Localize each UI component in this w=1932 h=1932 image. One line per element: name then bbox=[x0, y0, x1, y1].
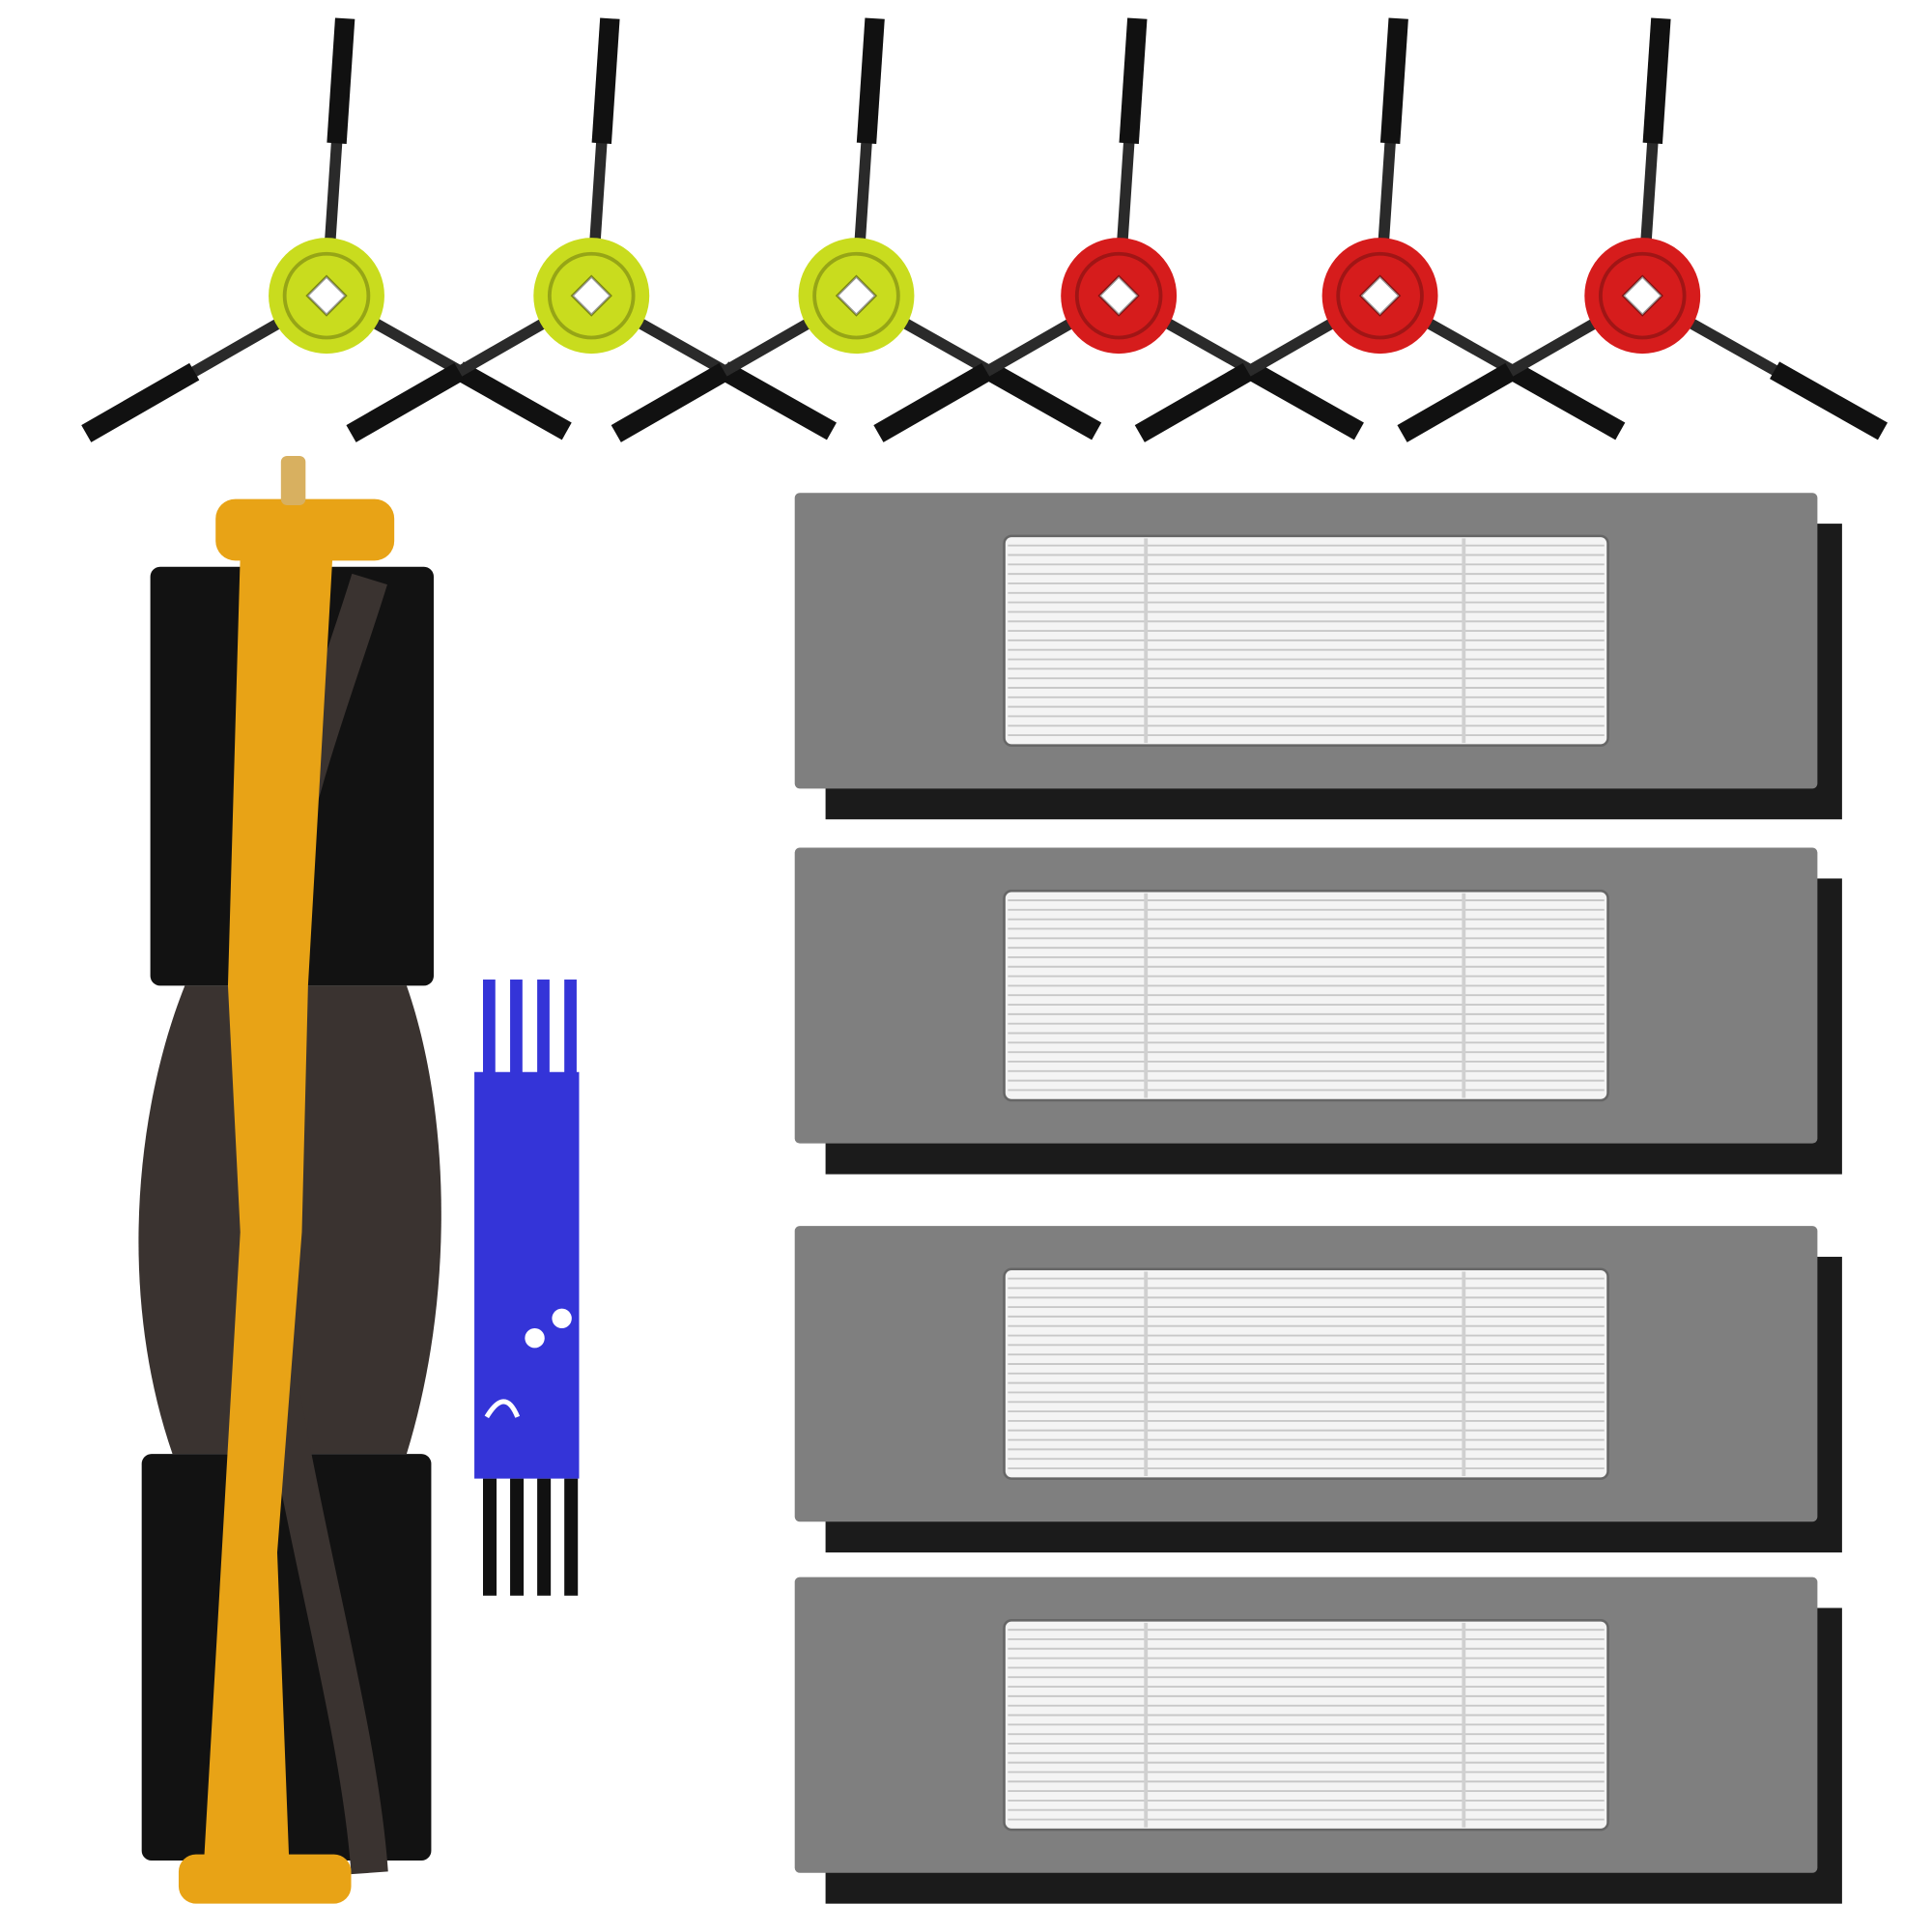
tool-bristle-tuft bbox=[564, 1478, 579, 1596]
brush-hub-socket bbox=[1621, 274, 1663, 317]
side-brush-icon bbox=[611, 17, 1102, 442]
side-brush-icon bbox=[873, 17, 1364, 442]
brush-hub-ring bbox=[1598, 251, 1687, 340]
brush-bristles bbox=[873, 362, 992, 442]
roller-end-cap-bottom bbox=[178, 1854, 352, 1904]
tool-hole bbox=[525, 1328, 545, 1349]
hepa-filter-icon bbox=[794, 1226, 1842, 1553]
roller-core bbox=[203, 554, 333, 1873]
brush-bristles bbox=[1119, 17, 1148, 144]
cleaning-tool-icon bbox=[474, 980, 580, 1596]
hepa-filter-icon bbox=[794, 1577, 1842, 1904]
tool-comb-tooth bbox=[510, 980, 523, 1079]
tool-hole bbox=[552, 1308, 572, 1328]
tool-bristle-tuft bbox=[510, 1478, 525, 1596]
brush-hub-ring bbox=[1074, 251, 1163, 340]
brush-hub-ring bbox=[1336, 251, 1424, 340]
brush-bristles bbox=[1397, 362, 1516, 442]
filters-group bbox=[794, 493, 1842, 1904]
brush-bristles bbox=[1379, 17, 1408, 144]
brush-hub-socket bbox=[305, 274, 348, 317]
brush-bristles bbox=[1770, 361, 1888, 440]
tool-bristle-tuft bbox=[537, 1478, 552, 1596]
brush-bristles bbox=[1245, 361, 1364, 440]
tool-cutter bbox=[484, 1399, 521, 1419]
tool-comb-tooth bbox=[537, 980, 550, 1079]
hepa-filter-icon bbox=[794, 847, 1842, 1175]
brush-hub-ring bbox=[812, 251, 900, 340]
brush-bristles bbox=[346, 362, 465, 442]
brush-hub-ring bbox=[282, 251, 371, 340]
hepa-filter-icon bbox=[794, 493, 1842, 820]
tool-body bbox=[474, 1071, 580, 1479]
brush-hub-socket bbox=[835, 274, 878, 317]
brush-bristles bbox=[1642, 17, 1671, 144]
brush-bristles bbox=[453, 361, 572, 440]
brush-bristles bbox=[856, 17, 885, 144]
roller-end-cap-top bbox=[215, 498, 395, 561]
side-brush-icon bbox=[1397, 17, 1888, 442]
brush-bristles bbox=[327, 17, 355, 144]
side-brush-icon bbox=[346, 17, 837, 442]
brush-bristles bbox=[719, 361, 837, 440]
side-brush-icon bbox=[1134, 17, 1626, 442]
brush-bristles bbox=[611, 362, 729, 442]
brush-hub-ring bbox=[547, 251, 636, 340]
tool-comb-tooth bbox=[564, 980, 577, 1079]
brush-hub-socket bbox=[570, 274, 612, 317]
brush-bristles bbox=[1507, 361, 1626, 440]
brush-hub-socket bbox=[1097, 274, 1140, 317]
brush-bristles bbox=[1134, 362, 1253, 442]
tool-bristle-tuft bbox=[483, 1478, 497, 1596]
side-brush-icon bbox=[81, 17, 572, 442]
main-roller-brush-icon bbox=[138, 455, 441, 1904]
brush-hub-socket bbox=[1358, 274, 1402, 317]
brush-bristles bbox=[983, 361, 1102, 440]
roller-axle bbox=[280, 455, 306, 505]
brush-bristles bbox=[81, 362, 200, 442]
brush-bristles bbox=[591, 17, 620, 144]
side-brushes-group bbox=[81, 17, 1888, 442]
tool-comb-tooth bbox=[483, 980, 496, 1079]
